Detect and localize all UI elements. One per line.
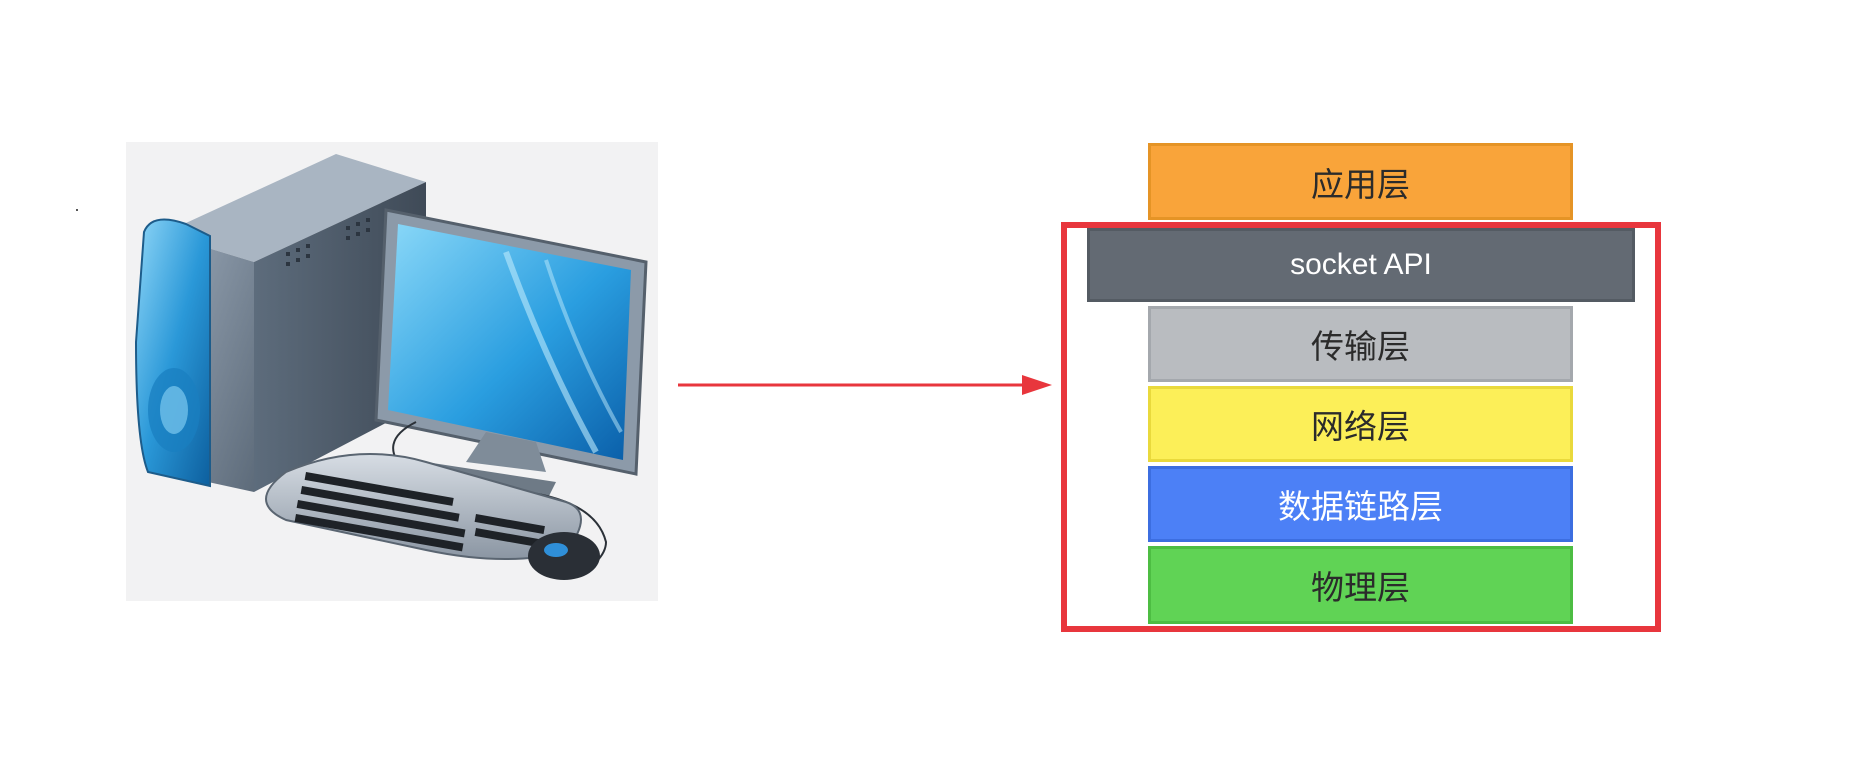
layer-data-link: 数据链路层	[1148, 466, 1573, 542]
computer-illustration	[126, 142, 658, 601]
stray-dot	[76, 209, 78, 211]
arrow-right-icon	[678, 375, 1052, 395]
layer-transport: 传输层	[1148, 306, 1573, 382]
layer-network: 网络层	[1148, 386, 1573, 462]
layer-socket-api: socket API	[1087, 228, 1635, 302]
desktop-computer-icon	[134, 154, 648, 580]
layer-physical: 物理层	[1148, 546, 1573, 624]
layer-application: 应用层	[1148, 143, 1573, 220]
